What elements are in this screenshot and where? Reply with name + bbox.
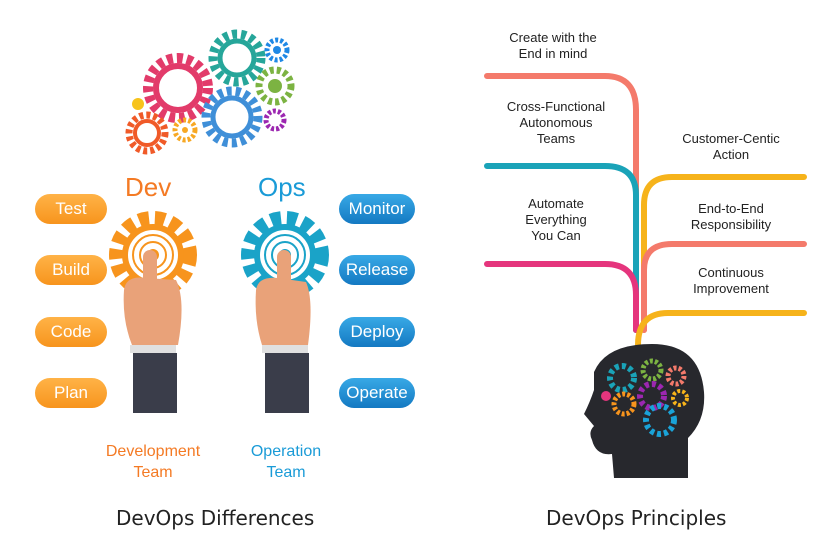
dev-item-plan: Plan [35,378,107,408]
principle-create-with-end: Create with the End in mind [488,30,618,62]
principle-line: Teams [536,131,576,146]
ops-team-label: Operation Team [226,441,346,483]
dev-item-build: Build [35,255,107,285]
ops-item-operate: Operate [339,378,415,408]
dev-team-line-2: Team [133,464,173,481]
dev-team-label: Development Team [93,441,213,483]
principle-line: Customer-Centic [682,131,780,146]
left-caption: DevOps Differences [116,506,315,530]
dev-item-test: Test [35,194,107,224]
ops-item-monitor: Monitor [339,194,415,224]
dev-hand-icon [123,250,182,413]
principle-line: Responsibility [690,217,772,232]
dev-title: Dev [125,172,172,202]
ops-item-deploy: Deploy [339,317,415,347]
principle-customer-centic: Customer-Centic Action [664,131,798,163]
principle-line: Continuous [698,265,764,280]
principle-line: Action [712,147,750,162]
principle-line: Autonomous [519,115,593,130]
right-caption: DevOps Principles [546,506,727,530]
principle-line: Improvement [693,281,769,296]
ops-hand-icon [255,250,311,413]
principle-line: End-to-End [698,201,764,216]
principles-tree [484,73,807,348]
head-gears-icon [584,344,705,478]
dev-item-code: Code [35,317,107,347]
dev-team-line-1: Development [105,443,201,460]
principle-automate: Automate Everything You Can [496,196,616,244]
principle-line: Create with the [509,30,597,45]
principle-line: End in mind [518,46,588,61]
ops-team-line-2: Team [266,464,306,481]
principle-line: You Can [531,228,581,243]
ops-item-release: Release [339,255,415,285]
principle-continuous: Continuous Improvement [664,265,798,297]
principle-cross-functional: Cross-Functional Autonomous Teams [488,99,624,147]
ops-team-line-1: Operation [250,443,322,460]
principle-line: Automate [528,196,584,211]
ops-title: Ops [258,172,306,202]
principle-line: Everything [525,212,587,227]
principle-end-to-end: End-to-End Responsibility [664,201,798,233]
principle-line: Cross-Functional [506,99,606,114]
gears-cluster-icon [125,29,295,155]
